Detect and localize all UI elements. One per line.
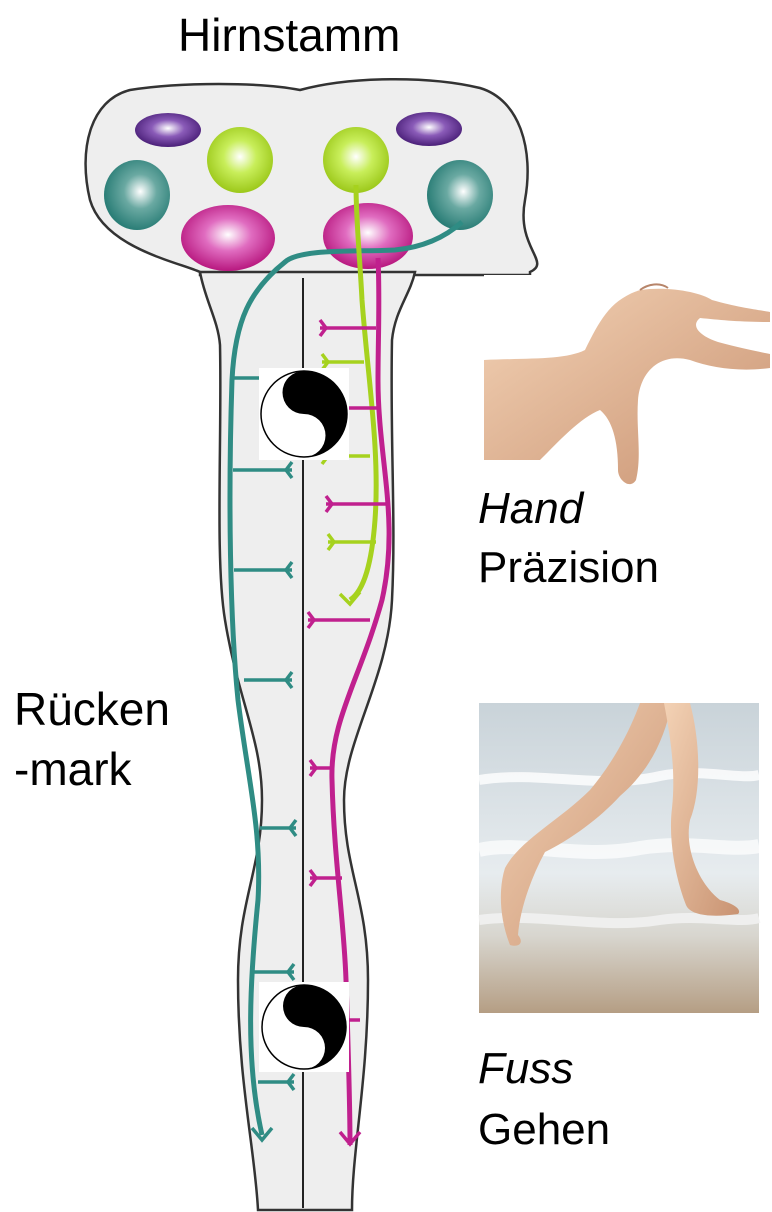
purple-nucleus-right <box>396 112 462 146</box>
running-legs-photo <box>479 703 759 1013</box>
hand-title: Hand <box>478 487 583 531</box>
foot-title: Fuss <box>478 1047 573 1091</box>
spinal-cord-label-line1: Rücken <box>14 686 170 732</box>
hand-photo <box>484 275 772 490</box>
green-nucleus-left <box>207 127 273 193</box>
hand-subtitle: Präzision <box>478 546 659 590</box>
purple-nucleus-left <box>135 113 201 147</box>
magenta-nucleus-right <box>323 203 413 269</box>
magenta-nucleus-left <box>181 205 275 271</box>
yin-yang-icon <box>259 368 349 460</box>
brainstem-label: Hirnstamm <box>178 12 400 58</box>
spinal-cord-label-line2: -mark <box>14 746 132 792</box>
green-nucleus-right <box>323 127 389 193</box>
yin-yang-icon <box>259 982 349 1072</box>
foot-subtitle: Gehen <box>478 1108 610 1152</box>
teal-nucleus-right <box>427 160 493 230</box>
teal-nucleus-left <box>104 160 170 230</box>
